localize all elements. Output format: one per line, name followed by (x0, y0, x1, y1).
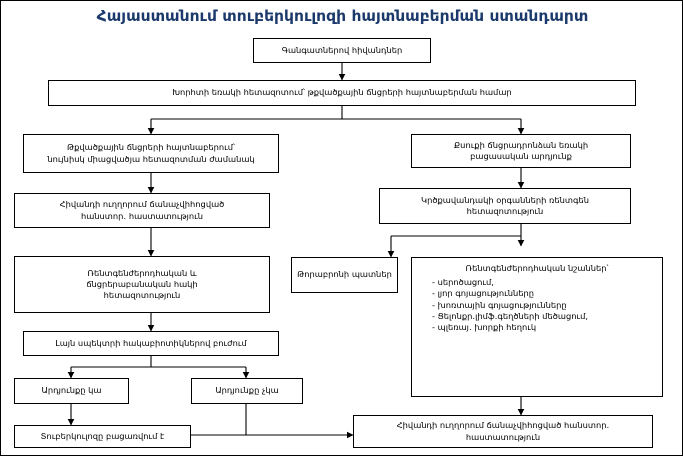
node-result-yes: Արդյունքը կա (14, 378, 129, 404)
radiological-sign-item: - լյոր գոյացությունները (432, 288, 534, 299)
node-complaints: Գանգատներով հիվանդներ (253, 38, 431, 63)
node-referral-specialized-2: Հիվանդի ուղղորում ճանաչվիհոցված հանստոր․… (353, 415, 653, 448)
radiological-sign-item: - խոռտային գոյացությունները (432, 299, 567, 310)
node-result-no: Արդյունքը չկա (191, 378, 303, 404)
radiological-sign-item: - սերոծացում, (432, 277, 494, 288)
node-thoracic-walls: Թորաբրոնի պատներ (291, 257, 398, 293)
radiological-sign-item: - պլեռայ․ խորքի հեղուկ (432, 321, 537, 332)
node-triple-sputum-exam: Խորհտի եռակի հետազոտում՝ թքվածքային ճնցր… (48, 80, 636, 106)
page-title: Հայաստանում տուբերկուլոզի հայտնաբերման ս… (96, 7, 589, 25)
node-radiological-signs: Ռենտգենժերոդհական նշաններ՝ - սերոծացում,… (411, 257, 663, 397)
node-broad-spectrum-antibiotics: Լայն սպեկտրի հակաբիոտիկներով բուժում (23, 331, 279, 356)
radiological-sign-item: - Ցելոնքր․լիմֆ․գեղծների մեծացում, (432, 310, 588, 321)
node-tb-excluded: Տուբերկուլոզը բացառվում է (14, 425, 191, 448)
radiological-signs-header: Ռենտգենժերոդհական նշաններ՝ (465, 263, 609, 273)
node-sputum-positive: Թքվածքային ճնցրերի հայտնաբերում՝նույնիսկ… (23, 134, 279, 173)
